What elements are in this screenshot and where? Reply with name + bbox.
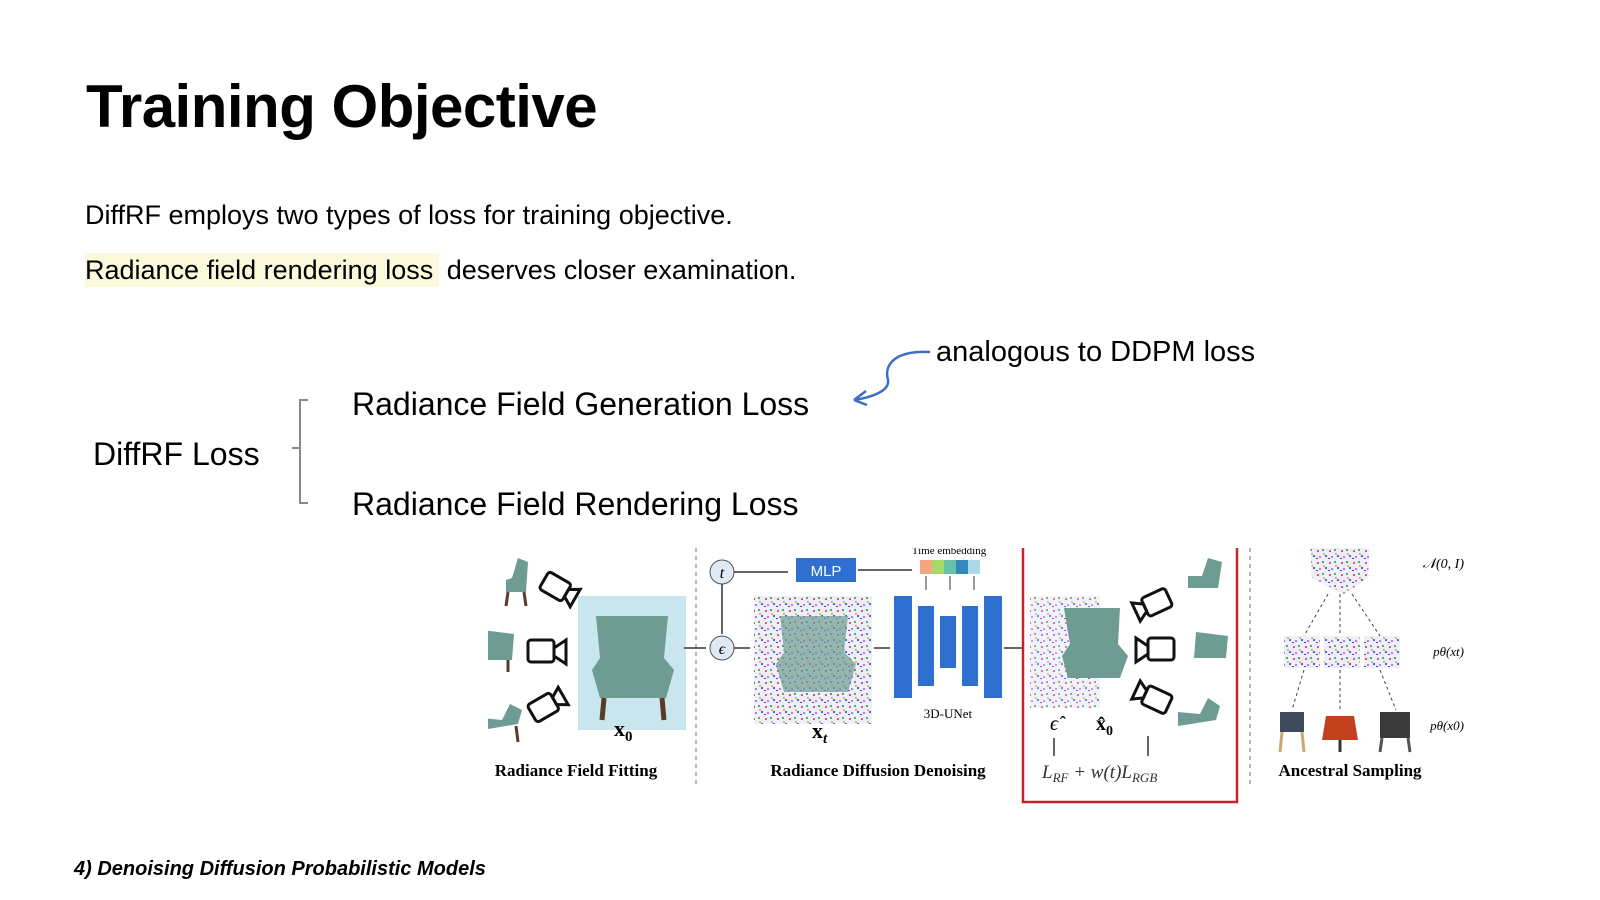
rendered-chair-2-icon [1194,632,1228,658]
rendering-loss-label: Radiance Field Rendering Loss [352,486,799,522]
xt-symbol: xt [812,718,828,747]
slide-title: Training Objective [86,73,598,140]
noisy-chair-icon [776,616,856,692]
denoised-chair-icon [1062,608,1128,678]
unet-icon [894,596,1002,698]
chair-view-2-icon [488,630,514,672]
loss-highlight-box [1021,548,1239,804]
x0-hat-symbol: x̂0 [1096,713,1113,739]
diffrf-pipeline-figure: x0 Radiance Field Fitting t ϵ MLP Time e… [488,548,1465,804]
time-embedding-vector [920,560,980,590]
eps-hat-symbol: ϵ̂ [1050,713,1066,735]
time-embedding-label: Time embedding [912,548,987,557]
generation-loss-label: Radiance Field Generation Loss [352,386,810,422]
camera-2-icon [526,637,568,667]
highlighted-phrase: Radiance field rendering loss [85,253,440,287]
stage-label-denoising: Radiance Diffusion Denoising [770,761,986,780]
loss-root-label: DiffRF Loss [93,436,260,472]
p-xt-label: pθ(xt) [1432,644,1464,659]
chair-view-1-icon [504,558,528,607]
sampled-lounge-chair-icon [1378,712,1412,753]
eps-symbol: ϵ [719,641,726,658]
stage-label-sampling: Ancestral Sampling [1278,761,1422,780]
camera-1-icon [538,570,583,610]
intermediate-sample-3 [1364,636,1400,668]
t-symbol: t [720,565,725,582]
gaussian-noise-volume [1310,548,1370,594]
mlp-box [796,558,856,582]
examination-rest: deserves closer examination. [439,255,797,285]
camera-3-icon [526,684,571,724]
intro-text: DiffRF employs two types of loss for tra… [85,200,733,230]
ddpm-annotation: analogous to DDPM loss [936,336,1256,368]
chair-view-3-icon [488,704,522,743]
sampled-armchair-icon [1322,716,1358,752]
intermediate-sample-2 [1324,636,1360,668]
normal-dist-label: 𝒩(0, I) [1423,557,1465,572]
curved-arrow-icon [853,350,931,406]
render-camera-3-icon [1129,677,1174,715]
x0-symbol: x0 [614,716,633,745]
footer-reference: 4) Denoising Diffusion Probabilistic Mod… [74,858,486,880]
rendered-chair-3-icon [1178,698,1220,726]
render-camera-1-icon [1129,587,1174,625]
stage-label-fitting: Radiance Field Fitting [495,761,658,780]
intermediate-sample-1 [1284,636,1320,668]
sampling-arrows [1291,593,1397,711]
render-camera-2-icon [1134,635,1176,665]
rendered-chair-1-icon [1188,558,1222,588]
examination-line: Radiance field rendering loss deserves c… [85,253,797,287]
fitted-chair-icon [592,616,674,721]
brace-icon [292,399,308,504]
sampled-stool-icon [1278,712,1306,753]
loss-formula: LRF + w(t)LRGB [1041,762,1157,785]
mlp-label: MLP [811,563,842,580]
unet-label: 3D-UNet [924,706,973,721]
p-x0-label: pθ(x0) [1429,718,1464,733]
